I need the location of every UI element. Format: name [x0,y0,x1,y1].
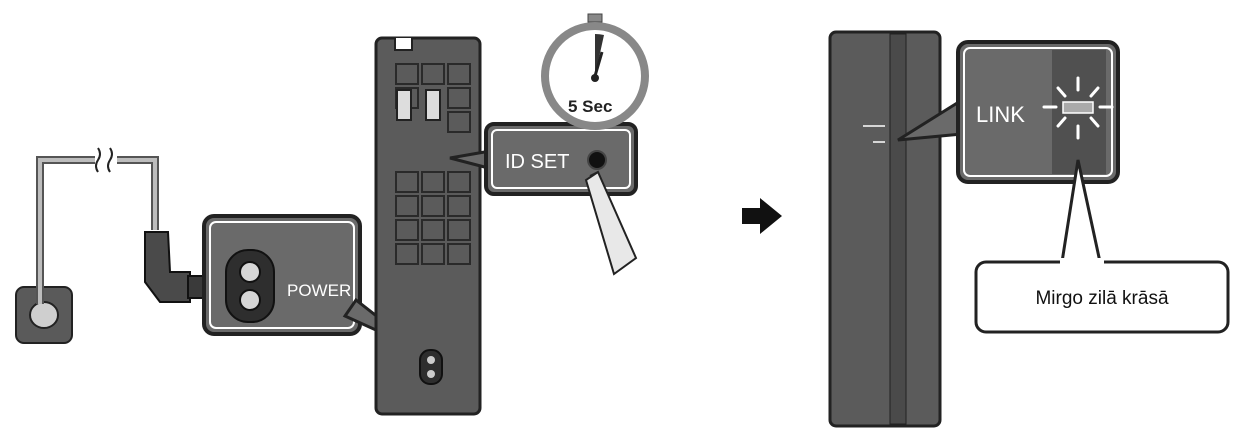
blink-callout: Mirgo zilā krāsā [974,258,1230,334]
subwoofer-rear [374,36,482,416]
id-set-inset: ID SET [484,122,638,196]
rear-ports [396,89,441,121]
blink-callout-pointer [1060,159,1102,263]
blink-callout-text: Mirgo zilā krāsā [1035,288,1168,309]
blinking-led-icon [1042,76,1114,140]
id-set-button [587,150,607,170]
power-inset: POWER [202,214,362,336]
rear-power-socket-icon [419,349,443,385]
power-socket-icon [225,249,275,323]
right-arrow-icon [742,198,782,234]
id-set-label: ID SET [505,151,569,173]
power-label: POWER [287,281,351,300]
power-cable [36,147,159,304]
link-inset: LINK [956,40,1120,184]
speaker-side [828,30,942,428]
wall-outlet [15,286,73,344]
link-label: LINK [976,102,1025,127]
timer-label: 5 Sec [568,97,612,116]
press-pen-icon [584,170,638,276]
stopwatch-icon: 5 Sec [541,13,649,130]
